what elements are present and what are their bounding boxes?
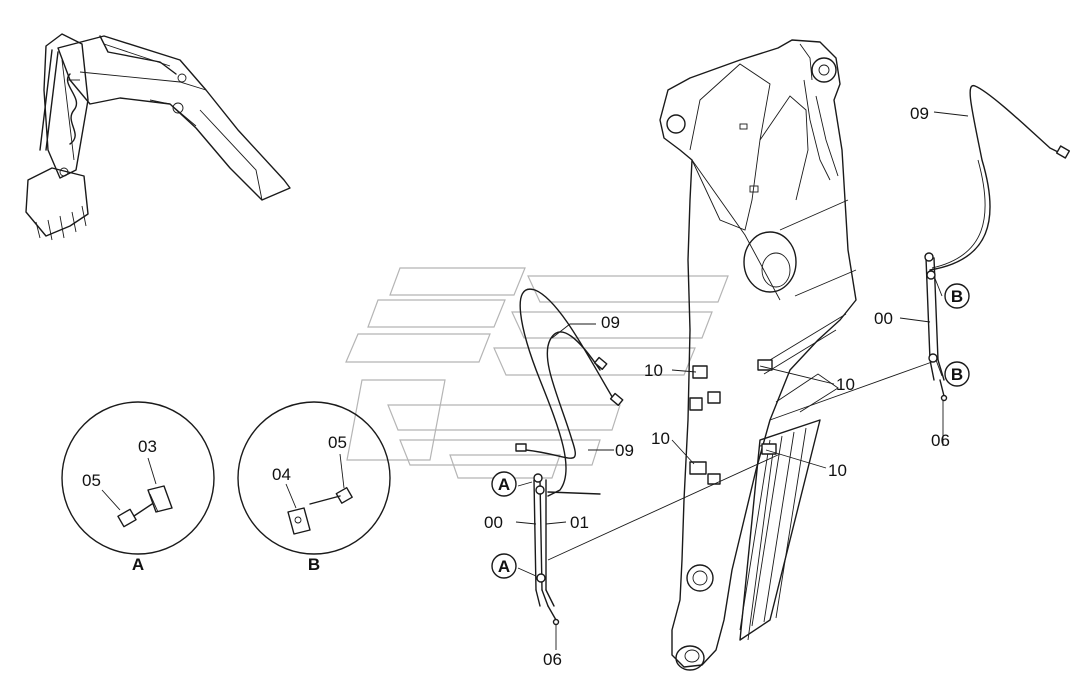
callout-b-lower: B (944, 361, 970, 387)
label-01-left: 01 (570, 513, 589, 532)
svg-text:A: A (498, 557, 510, 576)
svg-text:A: A (498, 475, 510, 494)
watermark-logo (345, 267, 729, 479)
callout-a-upper: A (491, 471, 517, 497)
excavator-overview-drawing (25, 33, 291, 241)
detail-view-a (61, 401, 215, 555)
leader-lines (515, 111, 969, 650)
label-10-a: 10 (644, 361, 663, 380)
detail-view-b (237, 401, 391, 555)
callout-b-upper: B (944, 283, 970, 309)
label-10-c: 10 (651, 429, 670, 448)
label-05-detail-a: 05 (82, 471, 101, 490)
label-05-detail-b: 05 (328, 433, 347, 452)
label-09-low: 09 (615, 441, 634, 460)
label-09-mid: 09 (601, 313, 620, 332)
label-00-right: 00 (874, 309, 893, 328)
callout-a-lower: A (491, 553, 517, 579)
main-boom-drawing (659, 39, 857, 671)
label-06-right: 06 (931, 431, 950, 450)
svg-text:B: B (951, 365, 963, 384)
detail-b-caption: B (308, 555, 320, 574)
label-00-left: 00 (484, 513, 503, 532)
label-10-d: 10 (828, 461, 847, 480)
clip-parts (689, 365, 721, 485)
svg-text:B: B (951, 287, 963, 306)
hose-lines (515, 85, 1071, 626)
label-10-b: 10 (836, 375, 855, 394)
label-06-left: 06 (543, 650, 562, 669)
label-04-detail: 04 (272, 465, 291, 484)
label-03-detail: 03 (138, 437, 157, 456)
part-labels: 09 09 09 00 00 01 06 06 10 10 10 10 03 0… (82, 104, 950, 669)
detail-a-caption: A (132, 555, 144, 574)
label-09-top: 09 (910, 104, 929, 123)
